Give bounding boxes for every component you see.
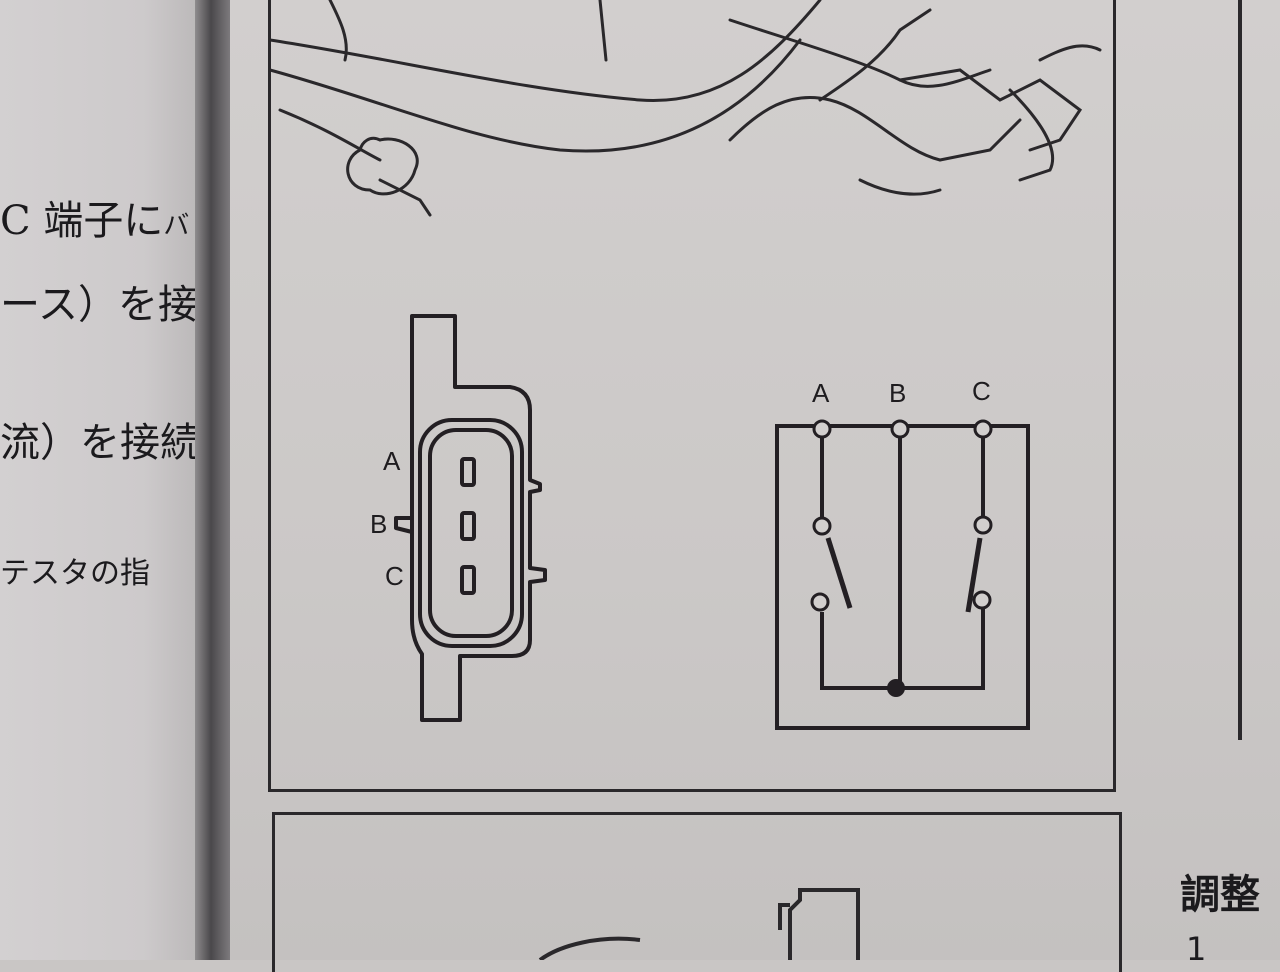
contact-a-upper — [812, 516, 832, 536]
switch-terminals — [810, 419, 993, 612]
left-line-1-tail: バ — [163, 211, 190, 241]
left-line-1-main: C 端子に — [0, 198, 164, 244]
connector-pin-a — [460, 457, 476, 487]
hand-cable-illustration — [268, 0, 1102, 217]
terminal-b — [890, 419, 910, 439]
common-junction-dot — [887, 679, 905, 697]
left-line-4-main: テスタの指 — [0, 556, 150, 591]
figure-frame — [268, 0, 1116, 792]
connector-pins — [460, 457, 476, 595]
connector-pin-b — [460, 511, 476, 541]
right-heading: 調整 — [1180, 871, 1260, 918]
right-step-number: 1 — [1186, 930, 1207, 968]
switch-label-b: B — [889, 378, 906, 408]
switch-label-c: C — [972, 376, 991, 406]
terminal-a — [812, 419, 832, 439]
left-line-4: テスタの指 — [0, 548, 150, 592]
terminal-c — [973, 419, 993, 439]
right-page — [230, 0, 1280, 960]
contact-a-lower — [810, 592, 830, 612]
switch-label-a: A — [812, 378, 830, 408]
connector-label-c: C — [385, 561, 404, 591]
book-gutter — [195, 0, 235, 960]
contact-c-upper — [973, 515, 993, 535]
connector-body — [418, 418, 524, 648]
connector-pin-c — [460, 565, 476, 595]
right-column-rule — [1238, 0, 1242, 740]
contact-c-lower — [972, 590, 992, 610]
figure-frame-lower — [272, 812, 1122, 972]
connector-drawing — [394, 314, 547, 722]
left-line-3-main: 流）を接続 — [0, 420, 200, 466]
lower-figure-drawing — [538, 888, 860, 960]
connector-label-b: B — [370, 509, 387, 539]
connector-label-a: A — [383, 446, 401, 476]
left-line-1: C 端子にバ — [0, 188, 189, 246]
